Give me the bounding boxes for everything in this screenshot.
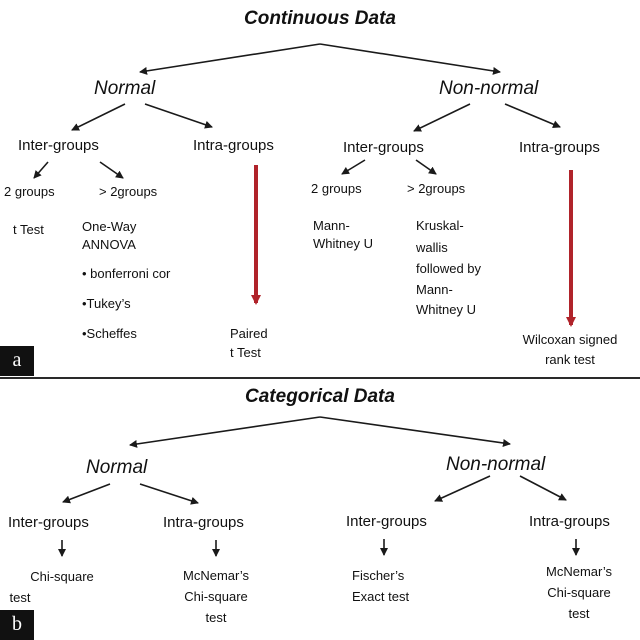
arrow-b-normal-to-intra	[139, 483, 199, 505]
nonnormal-inter-groups: Inter-groups	[343, 139, 424, 156]
posthoc-bonferroni: • bonferroni cor	[82, 266, 171, 281]
kruskal-line2: wallis	[416, 240, 448, 255]
arrow-b-nonnormal-to-intra	[519, 475, 567, 501]
panel-b-arrows	[58, 416, 580, 557]
paired-line1: Paired	[230, 326, 268, 341]
arrow-cat-to-normal	[129, 416, 321, 448]
mcnemar-b-line1: McNemar’s	[546, 564, 612, 579]
posthoc-tukey: •Tukey’s	[82, 296, 131, 311]
arrow-nonnormal-to-intra	[504, 103, 561, 128]
panel-a-arrows	[33, 43, 576, 327]
arrow-cat-to-nonnormal	[319, 416, 511, 447]
panel-divider	[0, 377, 640, 379]
mcnemar-a-line3: test	[205, 610, 227, 625]
panel-a-title: Continuous Data	[244, 8, 396, 29]
b-normal-label: Normal	[86, 457, 148, 478]
fisher-line2: Exact test	[352, 589, 410, 604]
panel-b-title: Categorical Data	[245, 386, 395, 407]
arrow-nn-inter-to-2groups	[341, 159, 366, 175]
b-nonnormal-inter-groups: Inter-groups	[346, 513, 427, 530]
kruskal-line3: followed by	[416, 261, 482, 276]
b-non-normal-label: Non-normal	[446, 454, 546, 475]
mann-whitney-line2: Whitney U	[313, 236, 373, 251]
nn-two-groups: 2 groups	[311, 181, 362, 196]
fisher-line1: Fischer’s	[352, 568, 405, 583]
b-normal-intra-groups: Intra-groups	[163, 514, 244, 531]
b-normal-inter-groups: Inter-groups	[8, 514, 89, 531]
arrow-normal-to-inter	[71, 103, 126, 131]
mcnemar-b-line3: test	[568, 606, 590, 621]
panel-a-continuous-data: Continuous Data Normal Non-normal Inter-…	[0, 8, 618, 376]
arrow-b-normal-to-inter	[62, 483, 111, 504]
kruskal-line5: Whitney U	[416, 302, 476, 317]
chi-square-line1: Chi-square	[30, 569, 94, 584]
n-more-groups: > 2groups	[99, 184, 158, 199]
n-two-groups: 2 groups	[4, 184, 55, 199]
normal-inter-groups: Inter-groups	[18, 137, 99, 154]
mcnemar-a-line1: McNemar’s	[183, 568, 249, 583]
normal-intra-groups: Intra-groups	[193, 137, 274, 154]
non-normal-label: Non-normal	[439, 78, 539, 99]
kruskal-line4: Mann-	[416, 282, 453, 297]
wilcoxon-line1: Wilcoxan signed	[522, 332, 618, 347]
arrow-n-inter-to-2groups	[33, 161, 49, 179]
arrow-b-nonnormal-to-inter	[434, 475, 491, 502]
nonnormal-intra-groups: Intra-groups	[519, 139, 600, 156]
arrow-cont-to-nonnormal	[319, 43, 501, 75]
arrow-normal-to-intra	[144, 103, 213, 129]
arrow-nonnormal-to-inter	[413, 103, 471, 132]
wilcoxon-line2: rank test	[545, 352, 595, 367]
kruskal-line1: Kruskal-	[416, 218, 464, 233]
one-way-line2: ANNOVA	[82, 237, 136, 252]
panel-b-categorical-data: Categorical Data Normal Non-normal Inter…	[0, 380, 640, 640]
mcnemar-b-line2: Chi-square	[547, 585, 611, 600]
posthoc-scheffe: •Scheffes	[82, 326, 137, 341]
normal-label: Normal	[94, 78, 156, 99]
chi-square-line2: test	[9, 590, 31, 605]
one-way-line1: One-Way	[82, 219, 137, 234]
arrow-nn-inter-to-more	[415, 159, 437, 175]
panel-a-badge: a	[0, 346, 34, 376]
panel-b-badge: b	[0, 610, 34, 640]
mcnemar-a-line2: Chi-square	[184, 589, 248, 604]
arrow-cont-to-normal	[139, 43, 321, 75]
paired-line2: t Test	[230, 345, 261, 360]
t-test: t Test	[13, 222, 44, 237]
arrow-n-inter-to-more	[99, 161, 124, 179]
mann-whitney-line1: Mann-	[313, 218, 350, 233]
b-nonnormal-intra-groups: Intra-groups	[529, 513, 610, 530]
nn-more-groups: > 2groups	[407, 181, 466, 196]
